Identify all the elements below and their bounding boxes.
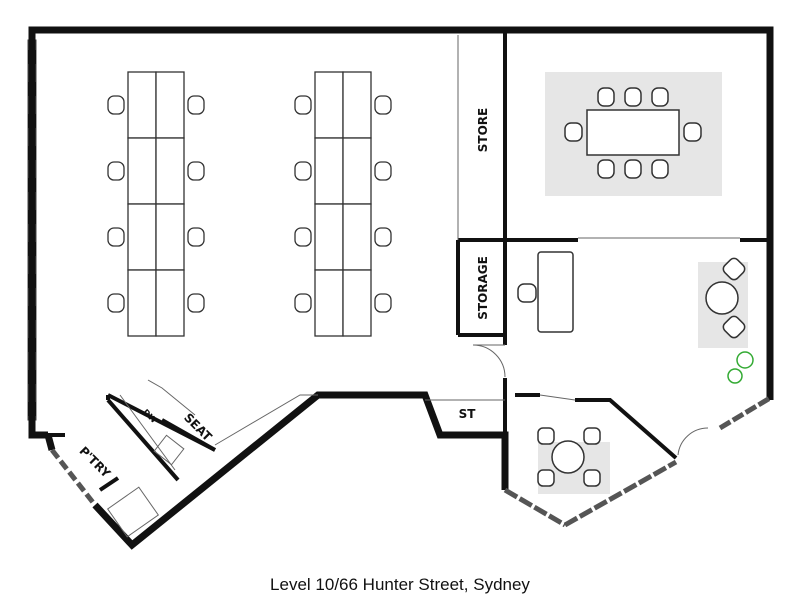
chair xyxy=(294,161,312,181)
desk xyxy=(314,269,344,337)
desk xyxy=(342,203,372,271)
label-st: ST xyxy=(459,407,477,421)
desk xyxy=(155,203,185,271)
label-dw: DW xyxy=(141,408,158,425)
boardroom-table xyxy=(564,87,702,179)
partitions xyxy=(48,30,770,492)
pantry-window xyxy=(50,448,97,507)
desk xyxy=(342,137,372,205)
chair xyxy=(187,293,205,313)
desk xyxy=(127,203,157,271)
chair xyxy=(597,87,615,107)
workstations xyxy=(107,71,392,337)
chair xyxy=(187,161,205,181)
chair xyxy=(683,122,702,142)
chair xyxy=(294,293,312,313)
desk xyxy=(314,203,344,271)
desk xyxy=(127,137,157,205)
label-storage: STORAGE xyxy=(476,256,490,320)
corner-window xyxy=(718,395,772,431)
desk xyxy=(314,137,344,205)
desk xyxy=(127,269,157,337)
chair xyxy=(187,95,205,115)
chair xyxy=(651,87,669,107)
chair xyxy=(294,95,312,115)
chair xyxy=(624,159,642,179)
chair xyxy=(624,87,642,107)
chair xyxy=(107,161,125,181)
desk xyxy=(155,71,185,139)
chair xyxy=(564,122,583,142)
chair xyxy=(374,293,392,313)
desk xyxy=(155,269,185,337)
desk xyxy=(342,269,372,337)
chair xyxy=(187,227,205,247)
meeting-window-a xyxy=(503,487,567,528)
label-store: STORE xyxy=(476,108,490,152)
meeting-table xyxy=(537,427,601,487)
thin-lines xyxy=(106,35,740,538)
desk xyxy=(314,71,344,139)
meeting-window-b xyxy=(563,459,678,528)
chair xyxy=(374,227,392,247)
chair xyxy=(294,227,312,247)
plant-icon xyxy=(727,351,754,384)
chair xyxy=(597,159,615,179)
chair xyxy=(374,95,392,115)
plan-caption: Level 10/66 Hunter Street, Sydney xyxy=(270,575,530,594)
desk xyxy=(342,71,372,139)
office-desk xyxy=(517,251,574,333)
desk xyxy=(155,137,185,205)
desk xyxy=(127,71,157,139)
chair xyxy=(651,159,669,179)
label-pantry: P'TRY xyxy=(76,444,113,481)
chair xyxy=(107,95,125,115)
chair xyxy=(374,161,392,181)
chair xyxy=(107,293,125,313)
lounge-table xyxy=(705,257,746,339)
chair xyxy=(107,227,125,247)
